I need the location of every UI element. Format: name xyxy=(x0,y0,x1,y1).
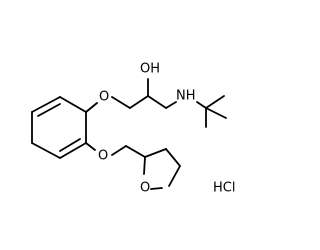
bond xyxy=(129,95,149,109)
bond xyxy=(143,156,146,175)
hydroxyl-label: OH xyxy=(140,62,160,77)
double-bond xyxy=(59,138,81,152)
bond xyxy=(147,95,167,109)
bond xyxy=(85,142,96,151)
bond xyxy=(111,145,127,156)
lower-side-chain xyxy=(85,142,146,158)
bond xyxy=(59,142,87,159)
bond xyxy=(168,165,181,187)
bond xyxy=(85,102,98,113)
tetrahydrofuran-ring xyxy=(143,148,181,190)
bond xyxy=(205,107,227,119)
bond xyxy=(31,142,61,159)
bond xyxy=(196,101,207,109)
bond xyxy=(111,96,131,109)
bond xyxy=(144,148,167,158)
bond xyxy=(165,148,181,167)
bond xyxy=(125,145,146,158)
upper-side-chain xyxy=(85,78,227,128)
ether-oxygen-upper-label: O xyxy=(99,90,109,105)
bond xyxy=(59,96,87,113)
ether-oxygen-lower-label: O xyxy=(98,149,108,164)
double-bond xyxy=(37,103,61,117)
bond xyxy=(205,95,225,109)
bond xyxy=(165,101,177,109)
amine-label: NH xyxy=(176,89,196,104)
bond xyxy=(31,96,61,113)
ring-oxygen-label: O xyxy=(140,181,150,196)
hydrochloride-label: HCl xyxy=(213,181,235,196)
bond xyxy=(150,187,163,190)
chemical-structure-drawing: OH NH O O O HCl xyxy=(31,62,235,196)
benzene-ring xyxy=(31,96,87,159)
